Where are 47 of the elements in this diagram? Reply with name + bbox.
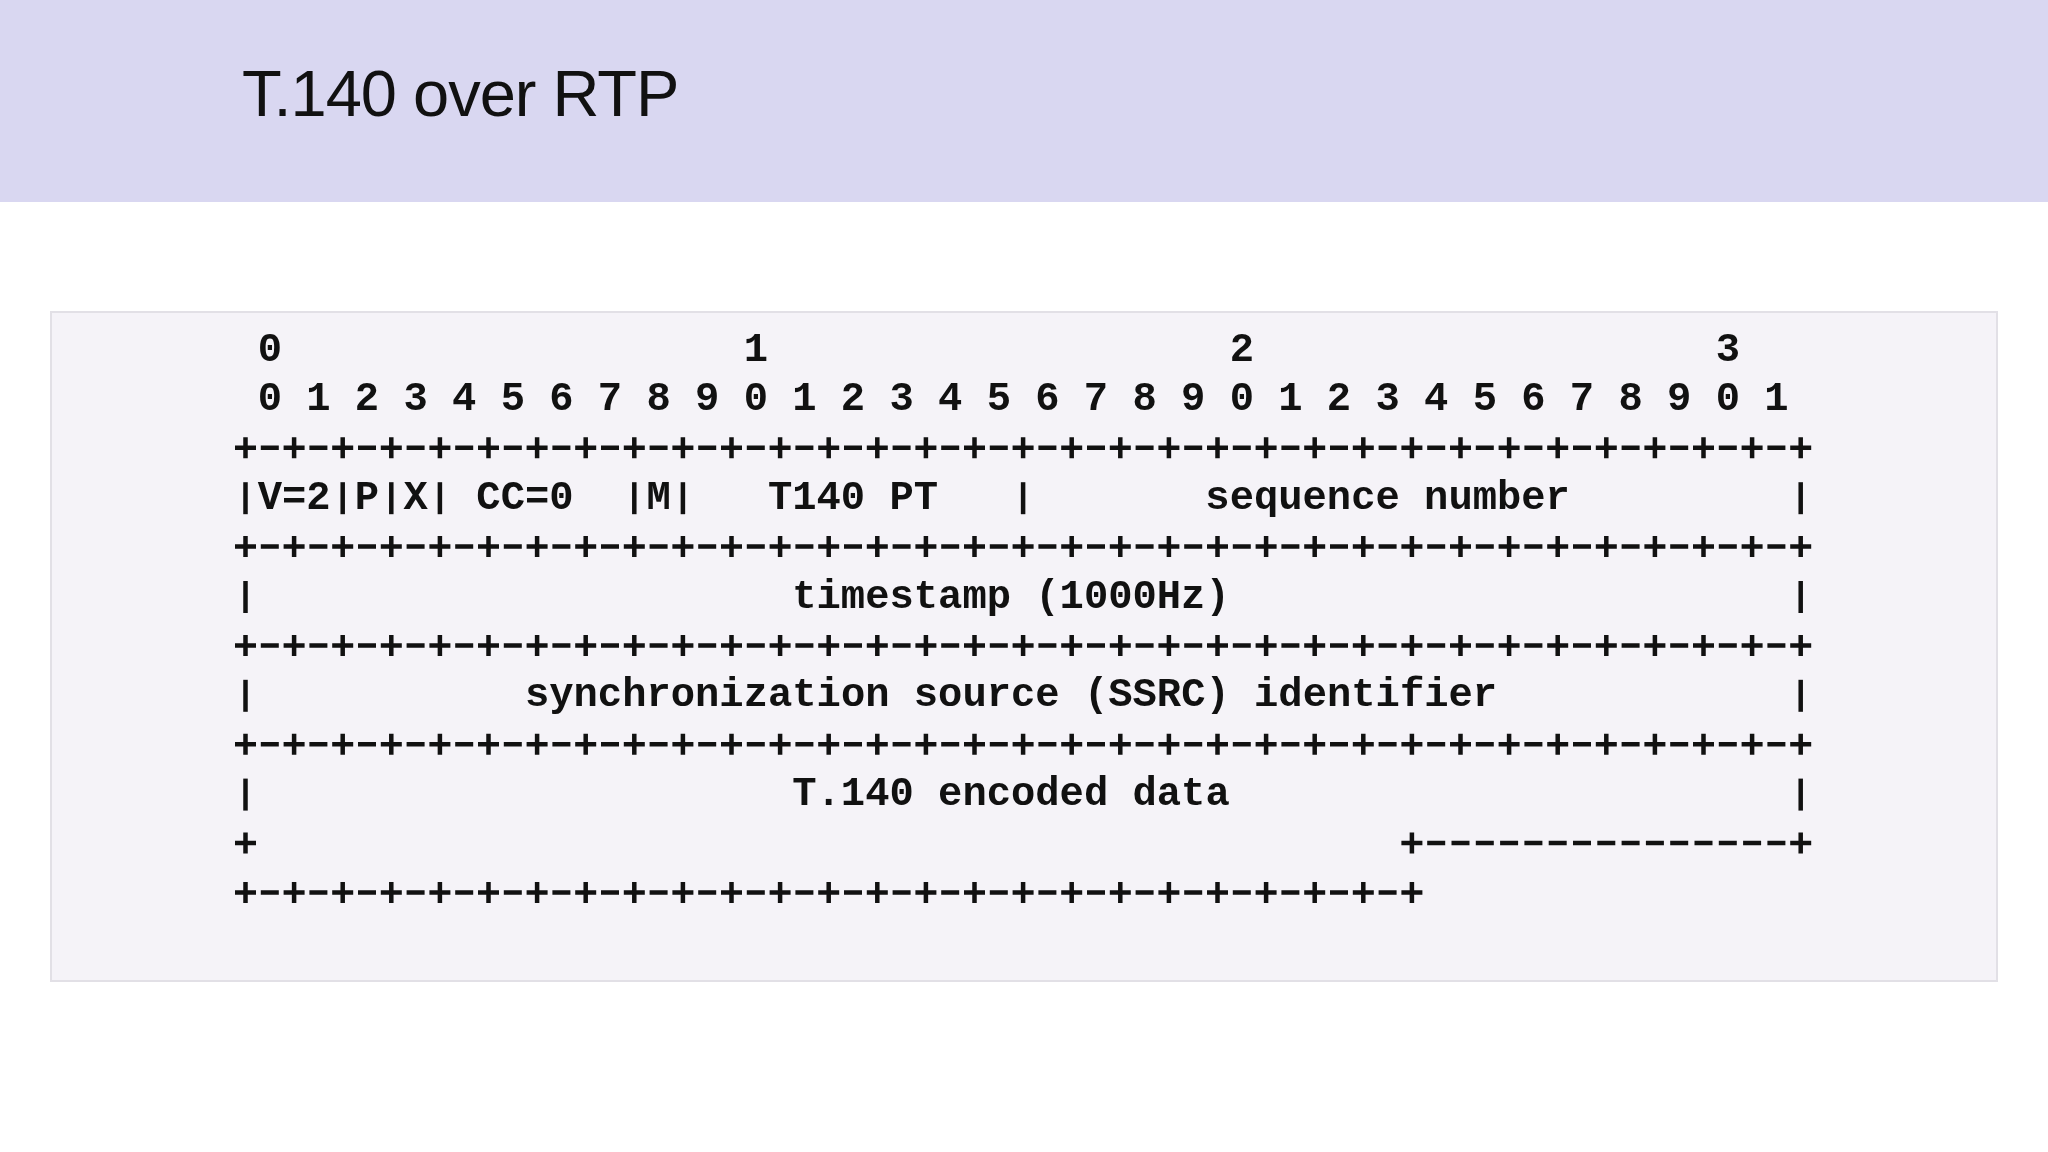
bit-decade-number: 2 [1229, 329, 1254, 370]
field-label: synchronization source (SSRC) identifier [524, 675, 1498, 716]
slide-title: T.140 over RTP [242, 61, 679, 126]
field-label: P [354, 477, 380, 519]
bit-number: 6 [1521, 378, 1546, 420]
bit-number: 6 [1035, 378, 1060, 420]
bit-number: 8 [1132, 378, 1157, 420]
field-label: M [646, 477, 671, 519]
field-label: T.140 encoded data [792, 774, 1230, 815]
field-label: T140 PT [767, 477, 939, 519]
field-label: timestamp (1000Hz) [792, 576, 1230, 617]
bit-number: 6 [549, 378, 574, 420]
bit-decade-number: 0 [257, 329, 282, 370]
bit-number: 2 [354, 378, 380, 420]
bit-number: 1 [306, 378, 331, 420]
bit-number: 4 [1424, 378, 1449, 420]
field-label: CC=0 [476, 477, 574, 519]
bit-number: 4 [938, 378, 963, 420]
bit-number: 1 [792, 378, 817, 420]
bit-number: 0 [1715, 378, 1740, 420]
bit-decade-number: 3 [1715, 329, 1740, 370]
bit-number: 5 [1472, 378, 1497, 420]
bit-decade-number: 1 [743, 329, 768, 370]
bit-number: 3 [403, 378, 428, 420]
field-label: sequence number [1205, 477, 1570, 519]
bit-number: 5 [500, 378, 525, 420]
bit-number: 8 [646, 378, 671, 420]
bit-number: 2 [840, 378, 866, 420]
bit-number: 7 [1083, 378, 1109, 420]
bit-number: 0 [743, 378, 768, 420]
bit-number: 3 [1375, 378, 1400, 420]
bit-number: 1 [1764, 378, 1789, 420]
bit-number: 8 [1618, 378, 1643, 420]
bit-number: 0 [1229, 378, 1254, 420]
bit-number: 1 [1278, 378, 1303, 420]
bit-number: 5 [986, 378, 1011, 420]
bit-number: 0 [257, 378, 282, 420]
field-label: V=2 [257, 477, 331, 519]
field-label: X [403, 477, 428, 519]
bit-number: 4 [452, 378, 477, 420]
bit-number: 2 [1326, 378, 1352, 420]
bit-number: 7 [1569, 378, 1595, 420]
bit-number: 9 [1181, 378, 1206, 420]
bit-number: 9 [1667, 378, 1692, 420]
bit-number: 9 [695, 378, 720, 420]
bit-number: 3 [889, 378, 914, 420]
bit-number: 7 [597, 378, 623, 420]
